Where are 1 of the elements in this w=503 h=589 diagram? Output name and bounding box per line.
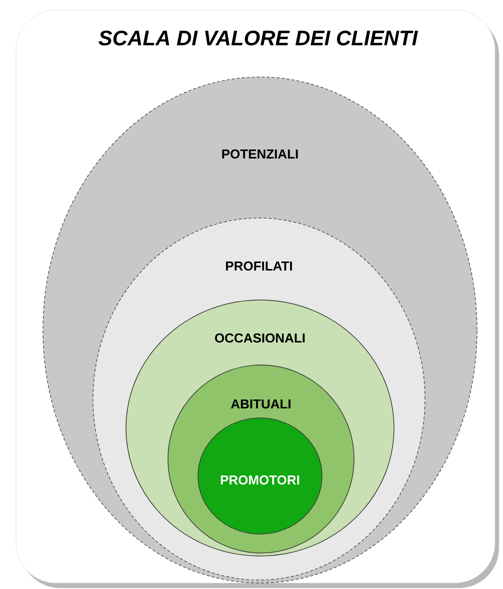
title: SCALA DI VALORE DEI CLIENTI — [98, 30, 418, 46]
